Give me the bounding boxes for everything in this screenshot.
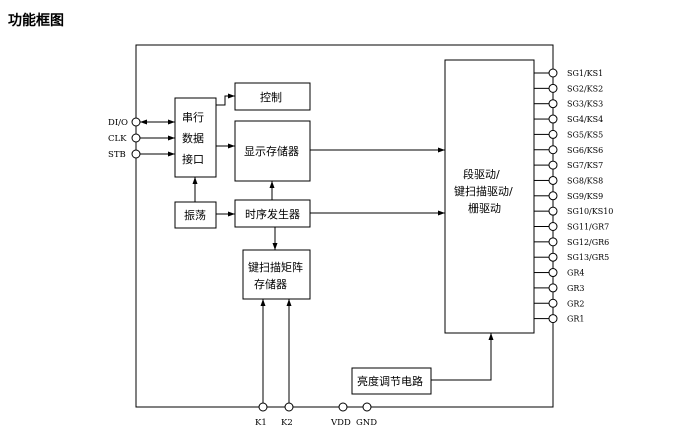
driver-line-1: 段驱动/ (463, 167, 500, 181)
left-pin-label: CLK (108, 134, 127, 144)
pin-dio (131, 117, 141, 127)
right-pin (548, 237, 558, 247)
brightness-circuit-block: 亮度调节电路 (351, 367, 432, 395)
serial-interface-line-3: 接口 (182, 153, 204, 166)
bottom-pin-label: GND (356, 418, 377, 428)
right-pin-label: SG12/GR6 (567, 238, 609, 247)
right-pin (548, 83, 558, 93)
right-pin-label: SG5/KS5 (567, 130, 603, 139)
pin-stb (131, 149, 141, 159)
oscillator-block: 振荡 (174, 201, 217, 229)
right-pin (548, 268, 558, 278)
left-pins: DI/O CLK STB (108, 117, 175, 160)
timing-generator-block: 时序发生器 (234, 199, 311, 228)
arrowhead (192, 177, 198, 184)
right-pin-label: SG11/GR7 (567, 223, 609, 232)
arrowhead (168, 119, 175, 125)
timing-generator-label: 时序发生器 (245, 207, 300, 221)
right-pin (548, 129, 558, 139)
right-pin-label: SG7/KS7 (567, 161, 603, 170)
pin-k2 (284, 402, 294, 412)
arrowhead (286, 299, 292, 306)
pin-gnd (362, 402, 372, 412)
driver-line-3: 栅驱动 (468, 201, 501, 215)
right-pin-label: SG9/KS9 (567, 192, 603, 201)
arrowhead (488, 333, 494, 340)
arrowhead (260, 299, 266, 306)
right-pin-label: SG3/KS3 (567, 100, 603, 109)
right-pin (548, 68, 558, 78)
display-memory-block: 显示存储器 (234, 120, 311, 182)
right-pin-label: SG6/KS6 (567, 146, 603, 155)
right-pin (548, 222, 558, 231)
left-pin-label: DI/O (108, 118, 128, 128)
arrowhead (272, 243, 278, 250)
arrowhead (168, 135, 175, 141)
arrowhead (168, 151, 175, 157)
left-pin-label: STB (108, 150, 126, 160)
right-pin-label: SG4/KS4 (567, 115, 603, 124)
right-pin-label: SG10/KS10 (567, 207, 613, 216)
driver-line-2: 键扫描驱动/ (454, 184, 513, 198)
pin-vdd (338, 402, 348, 412)
oscillator-label: 振荡 (184, 208, 206, 222)
bottom-pin-label: VDD (330, 418, 351, 428)
diagram-title: 功能框图 (8, 12, 64, 29)
right-pin-label: SG13/GR5 (567, 253, 609, 262)
right-pin (548, 160, 558, 170)
right-pin (548, 283, 558, 293)
arrowhead (438, 147, 445, 153)
driver-block: 段驱动/ 键扫描驱动/ 栅驱动 (444, 59, 535, 334)
brightness-circuit-label: 亮度调节电路 (357, 374, 423, 388)
arrowhead (228, 93, 235, 99)
serial-interface-line-2: 数据 (182, 131, 204, 145)
arrowhead (438, 210, 445, 216)
right-pin (548, 175, 558, 185)
connector-line (216, 95, 235, 106)
right-pin-label: GR3 (567, 284, 585, 293)
right-pin (548, 191, 558, 201)
right-pin-label: GR1 (567, 315, 585, 324)
arrowhead (140, 119, 147, 125)
arrowhead (228, 143, 235, 149)
bottom-pin-label: K2 (281, 418, 293, 428)
right-pin (548, 99, 558, 109)
right-pin (548, 206, 558, 216)
serial-interface-line-1: 串行 (182, 111, 204, 124)
arrowhead (269, 181, 275, 188)
right-pin (548, 298, 558, 308)
internal-connections (192, 93, 494, 403)
right-pins: SG1/KS1SG2/KS2SG3/KS3SG4/KS4SG5/KS5SG6/K… (534, 68, 613, 324)
pin-clk (131, 133, 141, 143)
right-pin-label: GR4 (567, 269, 585, 278)
right-pin (548, 145, 558, 155)
right-pin-label: GR2 (567, 299, 585, 308)
right-pin-label: SG8/KS8 (567, 176, 603, 185)
key-scan-matrix-memory-block: 键扫描矩阵 存储器 (242, 249, 311, 300)
right-pin (548, 114, 558, 124)
bottom-pin-label: K1 (255, 418, 267, 428)
right-pin-label: SG2/KS2 (567, 84, 603, 93)
key-scan-matrix-memory-line-1: 键扫描矩阵 (248, 260, 303, 274)
arrowhead (228, 211, 235, 217)
pin-k1 (258, 402, 268, 412)
serial-interface-block: 串行 数据 接口 (174, 97, 217, 178)
connector-line (431, 333, 492, 381)
right-pin (548, 252, 558, 262)
control-block: 控制 (234, 82, 311, 111)
display-memory-label: 显示存储器 (244, 144, 299, 158)
control-label: 控制 (260, 90, 282, 104)
right-pin (548, 314, 558, 324)
key-scan-matrix-memory-line-2: 存储器 (254, 277, 287, 291)
bottom-pins: K1 K2 VDD GND (255, 402, 377, 428)
right-pin-label: SG1/KS1 (567, 69, 603, 78)
